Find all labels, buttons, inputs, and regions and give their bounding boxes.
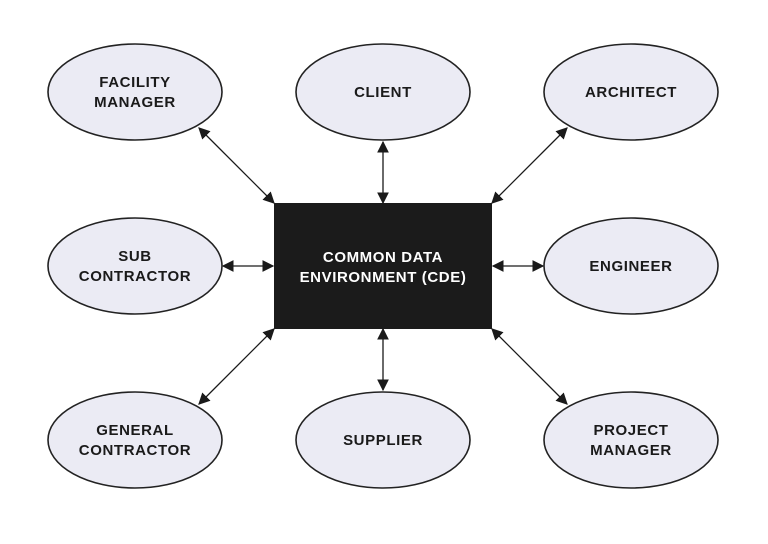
node-general-contractor: GENERAL CONTRACTOR	[47, 391, 223, 489]
connectors	[198, 127, 568, 405]
connector-general-contractor	[198, 328, 275, 405]
node-general-contractor-label-line-1: GENERAL	[96, 422, 174, 439]
node-supplier: SUPPLIER	[295, 391, 471, 489]
node-sub-contractor-label-line-2: CONTRACTOR	[79, 268, 191, 285]
node-client: CLIENT	[295, 43, 471, 141]
node-general-contractor-label-line-2: CONTRACTOR	[79, 442, 191, 459]
cde-hub-label-line-1: COMMON DATA	[323, 249, 443, 266]
node-project-manager-label-line-1: PROJECT	[593, 422, 668, 439]
node-sub-contractor: SUB CONTRACTOR	[47, 217, 223, 315]
connector-project-manager	[491, 328, 568, 405]
node-architect-label: ARCHITECT	[585, 84, 677, 101]
connector-architect	[491, 127, 568, 204]
node-engineer-label: ENGINEER	[589, 258, 672, 275]
node-architect: ARCHITECT	[543, 43, 719, 141]
node-facility-manager-label-line-1: FACILITY	[99, 74, 170, 91]
cde-hub: COMMON DATA ENVIRONMENT (CDE)	[274, 203, 492, 329]
node-project-manager-label-line-2: MANAGER	[590, 442, 672, 459]
node-client-label: CLIENT	[354, 84, 412, 101]
node-facility-manager: FACILITY MANAGER	[47, 43, 223, 141]
node-supplier-label: SUPPLIER	[343, 432, 423, 449]
node-engineer: ENGINEER	[543, 217, 719, 315]
node-facility-manager-label-line-2: MANAGER	[94, 94, 176, 111]
connector-facility-manager	[198, 127, 275, 204]
cde-hub-label-line-2: ENVIRONMENT (CDE)	[300, 269, 467, 286]
node-sub-contractor-label-line-1: SUB	[118, 248, 151, 265]
node-project-manager: PROJECT MANAGER	[543, 391, 719, 489]
